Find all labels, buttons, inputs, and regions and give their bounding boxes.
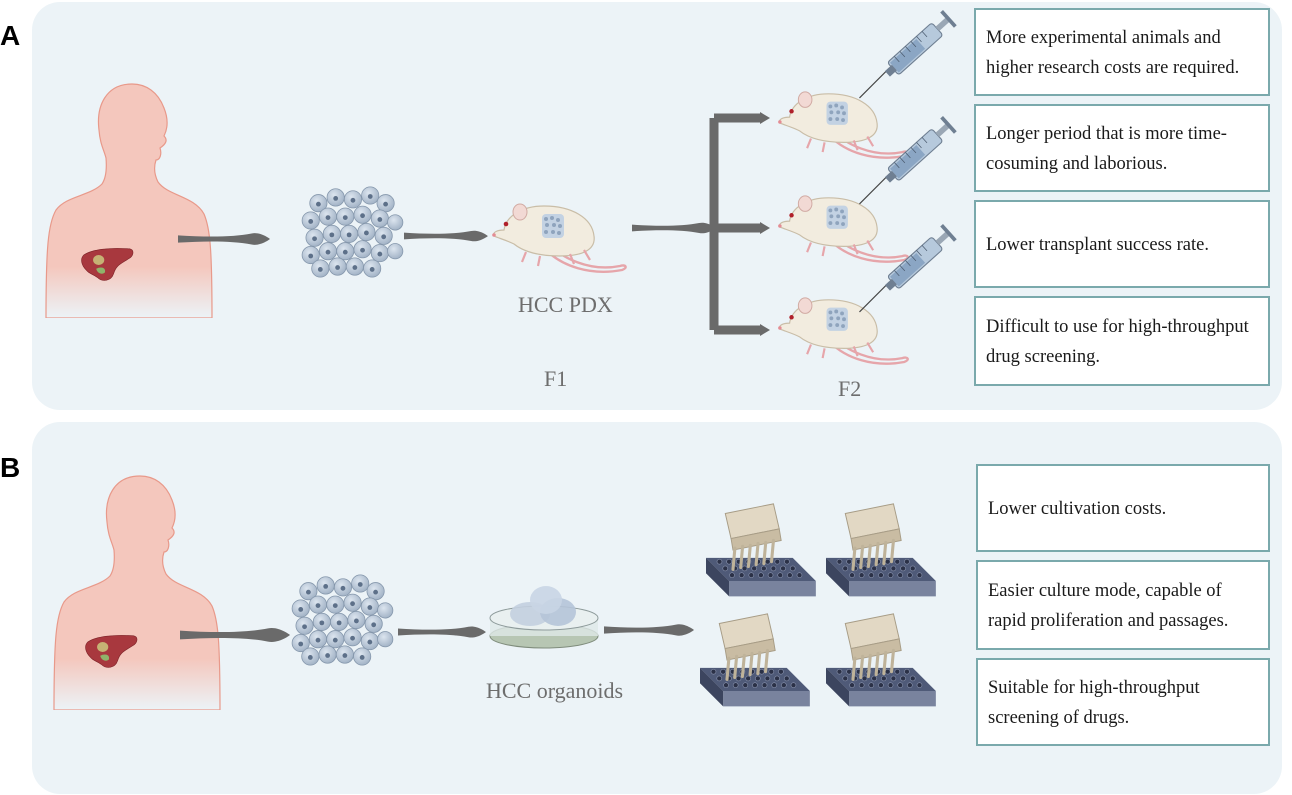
note-text: Lower transplant success rate. (986, 235, 1209, 255)
note-box: Easier culture mode, capable of rapid pr… (976, 560, 1270, 650)
note-box: More experimental animals and higher res… (974, 8, 1270, 96)
mouse-icon (776, 194, 909, 263)
note-box: Lower transplant success rate. (974, 200, 1270, 288)
f1-caption: F1 (544, 366, 568, 391)
tumor-cells-icon (291, 574, 394, 666)
panel-a-label: A (0, 20, 21, 51)
pdx-caption: HCC PDX (518, 292, 613, 317)
well-plate-icon (824, 502, 938, 598)
panel-b-label: B (0, 452, 21, 483)
well-plate-icon (704, 502, 818, 598)
petri-dish-icon (489, 586, 599, 649)
mouse-icon (776, 90, 909, 159)
arrow-cells-to-mouse (404, 230, 488, 242)
note-text: Easier culture mode, capable of rapid pr… (988, 581, 1229, 631)
note-text: Longer period that is more time-cosuming… (986, 124, 1227, 174)
note-box: Longer period that is more time-cosuming… (974, 104, 1270, 192)
note-text: More experimental animals and higher res… (986, 28, 1240, 78)
note-box: Difficult to use for high-throughput dru… (974, 296, 1270, 386)
syringe-icon (858, 9, 958, 99)
mouse-icon (490, 202, 627, 274)
tumor-cells-icon (301, 186, 404, 278)
branch-bracket (709, 113, 762, 335)
human-torso-icon (45, 83, 213, 318)
note-box: Suitable for high-throughput screening o… (976, 658, 1270, 746)
f2-caption: F2 (838, 376, 862, 401)
arrow-f1-to-f2 (632, 222, 716, 234)
well-plate-icon (698, 612, 812, 708)
human-torso-icon (53, 475, 221, 710)
note-box: Lower cultivation costs. (976, 464, 1270, 552)
arrow-cells-to-organoids (398, 626, 486, 638)
organoids-caption: HCC organoids (486, 678, 624, 703)
well-plate-icon (824, 612, 938, 708)
note-text: Suitable for high-throughput screening o… (988, 678, 1200, 728)
mouse-icon (776, 296, 909, 365)
branch-arrowheads (760, 112, 770, 336)
note-text: Lower cultivation costs. (988, 499, 1167, 519)
note-text: Difficult to use for high-throughput dru… (986, 317, 1249, 367)
arrow-organoids-to-screening (604, 624, 694, 636)
